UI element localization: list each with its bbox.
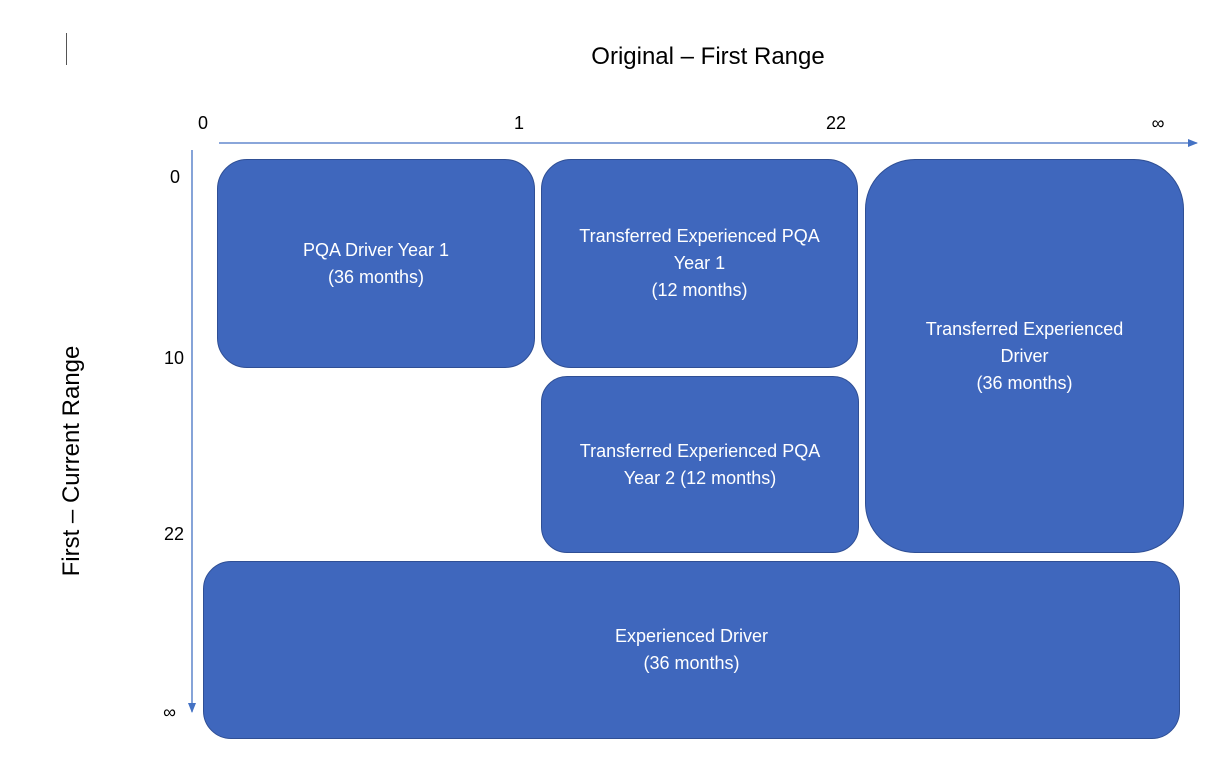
transferred-experienced-pqa-year-1-box: Transferred Experienced PQA Year 1 (12 m… <box>541 159 858 368</box>
y-tick-label: 0 <box>169 167 180 187</box>
x-axis-title: Original – First Range <box>591 43 825 70</box>
x-tick-label: 1 <box>513 113 524 133</box>
transferred-experienced-driver-box: Transferred Experienced Driver (36 month… <box>865 159 1184 553</box>
box-label: PQA Driver Year 1 (36 months) <box>302 239 450 287</box>
experienced-driver-box: Experienced Driver (36 months) <box>203 561 1180 739</box>
pqa-driver-year-1-box: PQA Driver Year 1 (36 months) <box>217 159 535 368</box>
x-tick-label: 0 <box>197 113 208 133</box>
x-tick-label: 22 <box>825 113 847 133</box>
transferred-experienced-pqa-year-2-box: Transferred Experienced PQA Year 2 (12 m… <box>541 376 859 553</box>
box-label: Transferred Experienced PQA Year 1 (12 m… <box>579 226 820 300</box>
text-cursor <box>66 33 67 65</box>
y-tick-label: 10 <box>163 348 184 368</box>
box-label: Experienced Driver (36 months) <box>614 626 769 673</box>
y-tick-label: 22 <box>163 524 184 544</box>
box-label: Transferred Experienced Driver (36 month… <box>925 318 1124 393</box>
box-label: Transferred Experienced PQA Year 2 (12 m… <box>579 440 821 488</box>
y-tick-label: ∞ <box>163 702 176 722</box>
x-tick-label: ∞ <box>1151 113 1165 133</box>
